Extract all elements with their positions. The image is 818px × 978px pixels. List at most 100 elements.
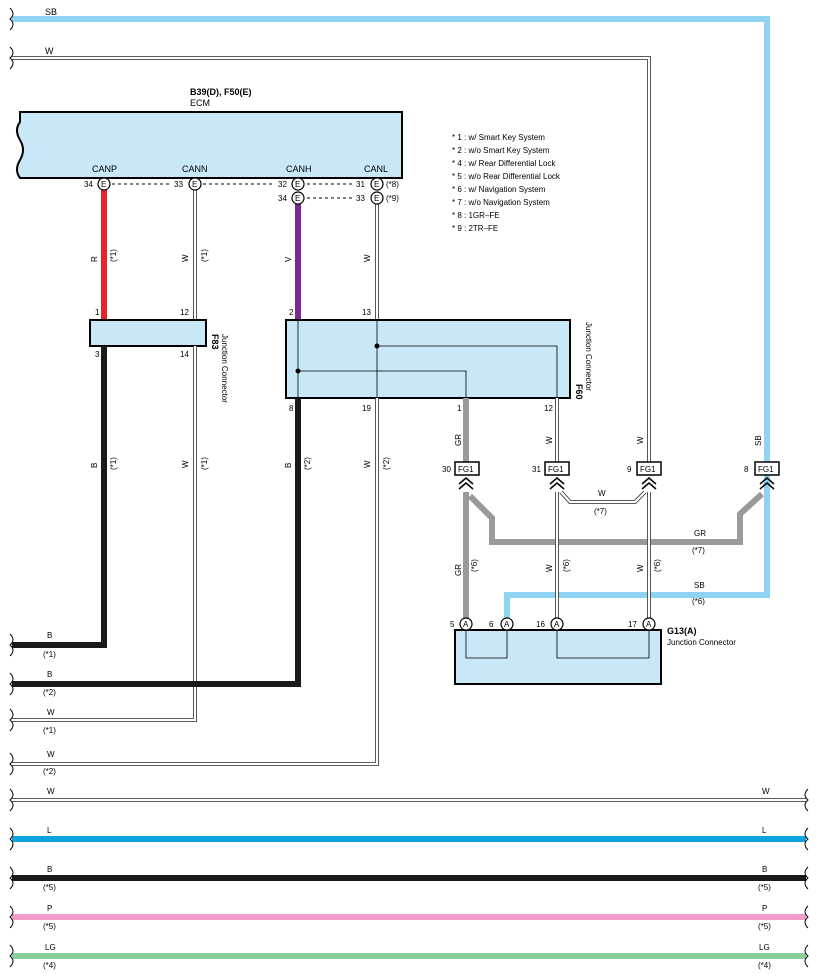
label-wire-b2: B bbox=[284, 463, 293, 468]
svg-text:33: 33 bbox=[174, 180, 183, 189]
svg-text:5: 5 bbox=[450, 620, 455, 629]
label-wire-sb-top: SB bbox=[754, 435, 763, 446]
svg-text:A: A bbox=[504, 620, 510, 629]
svg-text:(*5): (*5) bbox=[758, 922, 771, 931]
svg-text:1: 1 bbox=[457, 404, 462, 413]
ecm-id: B39(D), F50(E) bbox=[190, 87, 252, 97]
svg-text:17: 17 bbox=[628, 620, 637, 629]
svg-text:B: B bbox=[47, 670, 52, 679]
svg-text:33: 33 bbox=[356, 194, 365, 203]
ecm-dashed-lines bbox=[112, 183, 352, 199]
wire-w-cross bbox=[559, 490, 647, 504]
label-wire-w-top: W bbox=[545, 436, 554, 444]
ecm-pin-canp: 34 E bbox=[84, 177, 111, 191]
svg-text:FG1: FG1 bbox=[548, 465, 564, 474]
svg-text:F83: F83 bbox=[210, 334, 220, 350]
svg-text:LG: LG bbox=[759, 943, 770, 952]
svg-text:(*5): (*5) bbox=[43, 922, 56, 931]
svg-text:(*9): (*9) bbox=[386, 194, 399, 203]
svg-text:W: W bbox=[47, 708, 55, 717]
legend-item-9: * 9 : 2TR–FE bbox=[452, 224, 498, 233]
label-wire-w-g13-16: W bbox=[545, 564, 554, 572]
svg-text:12: 12 bbox=[180, 308, 189, 317]
bottom-wire-p: P P (*5) (*5) bbox=[12, 904, 806, 931]
ecm-block: B39(D), F50(E) ECM CANP CANN CANH CANL bbox=[16, 87, 403, 179]
ecm-pin-canh: 32 E 34 E bbox=[278, 177, 305, 205]
label-wire-gr-cross: GR bbox=[694, 529, 706, 538]
svg-text:FG1: FG1 bbox=[758, 465, 774, 474]
bottom-wire-l: L L bbox=[12, 826, 806, 842]
svg-text:13: 13 bbox=[362, 308, 371, 317]
label-wire-w-g13-17: W bbox=[636, 564, 645, 572]
ecm-pin-name-canp: CANP bbox=[92, 164, 117, 174]
note-wire-gr-cross: (*7) bbox=[692, 546, 705, 555]
left-wire-breaks bbox=[9, 633, 14, 776]
svg-text:(*8): (*8) bbox=[386, 180, 399, 189]
svg-text:(*2): (*2) bbox=[43, 688, 56, 697]
label-wire-r: R bbox=[90, 256, 99, 262]
svg-text:Junction Connector: Junction Connector bbox=[667, 638, 736, 647]
fg1-connector-30: 30 FG1 bbox=[442, 461, 480, 476]
note-wire-b2: (*2) bbox=[303, 457, 312, 470]
junction-f60: 2 13 8 19 1 12 F60 Junction Connector bbox=[285, 308, 593, 413]
note-wire-w-g13-17: (*6) bbox=[653, 559, 662, 572]
bottom-wire-breaks bbox=[9, 788, 809, 968]
svg-text:L: L bbox=[47, 826, 52, 835]
svg-text:16: 16 bbox=[536, 620, 545, 629]
fg1-connector-9: 9 FG1 bbox=[627, 461, 662, 476]
wire-w-left-2 bbox=[12, 398, 379, 766]
label-wire-v: V bbox=[284, 256, 293, 262]
svg-text:W: W bbox=[47, 787, 55, 796]
note-wire-b1: (*1) bbox=[109, 457, 118, 470]
svg-text:L: L bbox=[762, 826, 767, 835]
svg-text:(*2): (*2) bbox=[43, 767, 56, 776]
note-wire-gr-g13: (*6) bbox=[470, 559, 479, 572]
ecm-pin-name-canl: CANL bbox=[364, 164, 388, 174]
svg-text:A: A bbox=[554, 620, 560, 629]
legend-item-2: * 2 : w/o Smart Key System bbox=[452, 146, 550, 155]
note-wire-r: (*1) bbox=[109, 249, 118, 262]
svg-text:6: 6 bbox=[489, 620, 494, 629]
note-wire-w2: (*2) bbox=[382, 457, 391, 470]
fg1-connector-31: 31 FG1 bbox=[532, 461, 570, 476]
junction-g13: 5 A 6 A 16 A 17 A G13(A) Junction Connec… bbox=[450, 617, 736, 685]
svg-text:A: A bbox=[646, 620, 652, 629]
svg-text:B: B bbox=[762, 865, 767, 874]
svg-text:8: 8 bbox=[744, 465, 749, 474]
label-wire-w-top-2: W bbox=[636, 436, 645, 444]
label-wire-w1: W bbox=[181, 460, 190, 468]
svg-text:Junction Connector: Junction Connector bbox=[584, 322, 593, 391]
top-wire-sb: SB bbox=[9, 7, 770, 624]
svg-text:19: 19 bbox=[362, 404, 371, 413]
bottom-wire-b: B B (*5) (*5) bbox=[12, 865, 806, 892]
svg-text:FG1: FG1 bbox=[640, 465, 656, 474]
legend-item-8: * 8 : 1GR–FE bbox=[452, 211, 500, 220]
svg-text:2: 2 bbox=[289, 308, 294, 317]
label-wire-cann: W bbox=[181, 254, 190, 262]
legend-item-5: * 5 : w/o Rear Differential Lock bbox=[452, 172, 561, 181]
ecm-pin-name-canh: CANH bbox=[286, 164, 312, 174]
svg-text:P: P bbox=[762, 904, 767, 913]
wire-b-left-2 bbox=[12, 398, 301, 687]
svg-text:1: 1 bbox=[95, 308, 100, 317]
svg-text:B: B bbox=[47, 631, 52, 640]
top-wire-w-label: W bbox=[45, 46, 54, 56]
svg-text:E: E bbox=[192, 180, 197, 189]
svg-text:F60: F60 bbox=[574, 384, 584, 400]
legend-item-7: * 7 : w/o Navigation System bbox=[452, 198, 550, 207]
svg-text:FG1: FG1 bbox=[458, 465, 474, 474]
svg-text:Junction Connector: Junction Connector bbox=[220, 334, 229, 403]
svg-text:E: E bbox=[101, 180, 106, 189]
svg-text:E: E bbox=[374, 194, 379, 203]
label-wire-gr-g13: GR bbox=[454, 564, 463, 576]
bottom-wire-w: W W bbox=[12, 787, 806, 802]
label-wire-w2: W bbox=[363, 460, 372, 468]
svg-text:W: W bbox=[762, 787, 770, 796]
wire-gr-cross bbox=[467, 491, 765, 545]
ecm-name: ECM bbox=[190, 98, 210, 108]
note-wire-w-cross: (*7) bbox=[594, 507, 607, 516]
svg-text:34: 34 bbox=[278, 194, 287, 203]
svg-text:14: 14 bbox=[180, 350, 189, 359]
svg-text:9: 9 bbox=[627, 465, 632, 474]
wire-w-left-1 bbox=[12, 346, 197, 722]
